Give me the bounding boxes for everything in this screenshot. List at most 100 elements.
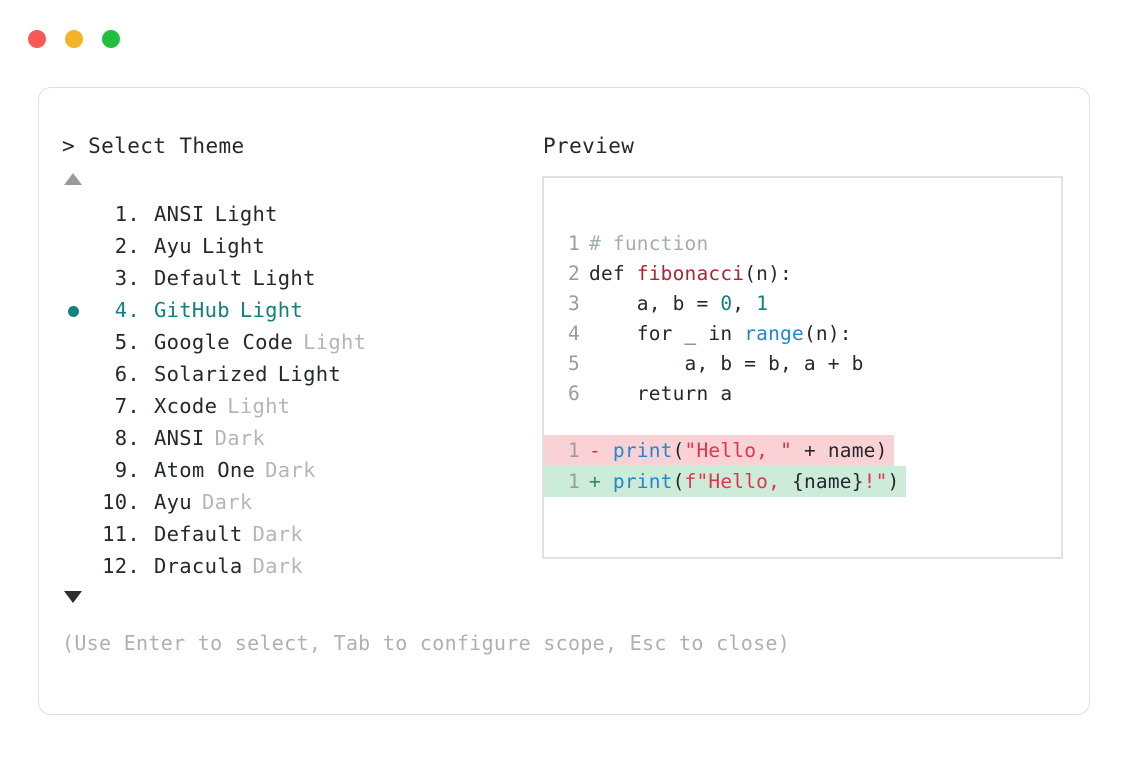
theme-list-item[interactable]: 1. ANSI Light <box>62 198 532 230</box>
code-token: print <box>612 470 673 493</box>
diff-line-add: 1+ print(f"Hello, {name}!") <box>544 466 906 497</box>
theme-index: 9. <box>114 458 140 482</box>
code-token: print <box>612 439 673 462</box>
diff-line-wrapper: 1+ print(f"Hello, {name}!") <box>544 466 1055 497</box>
code-token: # function <box>589 232 709 255</box>
line-number: 3 <box>568 292 580 315</box>
theme-list-item[interactable]: 5. Google Code Light <box>62 326 532 358</box>
theme-name: Xcode <box>154 394 218 418</box>
diff-line-wrapper: 1- print("Hello, " + name) <box>544 435 1055 466</box>
code-token: (n): <box>744 262 792 285</box>
theme-list-item[interactable]: 8. ANSI Dark <box>62 422 532 454</box>
close-dot[interactable] <box>28 30 46 48</box>
code-token: ( <box>672 470 685 493</box>
theme-index: 10. <box>102 490 140 514</box>
theme-index: 2. <box>114 234 140 258</box>
code-token: for _ in <box>589 322 745 345</box>
theme-variant: Light <box>227 394 291 418</box>
theme-name: Default <box>154 522 243 546</box>
code-token: !" <box>863 470 888 493</box>
triangle-down-icon[interactable] <box>64 591 82 603</box>
theme-index: 5. <box>114 330 140 354</box>
code-token: 1 <box>756 292 769 315</box>
theme-name: Dracula <box>154 554 243 578</box>
diff-marker: + <box>589 470 613 493</box>
maximize-dot[interactable] <box>102 30 120 48</box>
code-token: return a <box>589 382 733 405</box>
code-token: 0 <box>720 292 733 315</box>
preview-label: Preview <box>543 134 635 158</box>
theme-index: 1. <box>114 202 140 226</box>
code-token: ) <box>887 470 900 493</box>
theme-name: Google Code <box>154 330 294 354</box>
theme-variant: Dark <box>252 554 304 578</box>
theme-name: ANSI <box>154 426 205 450</box>
line-number: 1 <box>568 232 580 255</box>
theme-variant: Dark <box>201 490 253 514</box>
code-token: {name} <box>792 470 864 493</box>
theme-name: Ayu <box>154 490 192 514</box>
triangle-up-icon[interactable] <box>64 173 82 185</box>
keyboard-hint: (Use Enter to select, Tab to configure s… <box>62 631 791 655</box>
diff-marker: - <box>589 439 613 462</box>
line-number: 1 <box>568 439 580 462</box>
selection-bullet-icon <box>68 306 79 317</box>
theme-list-item[interactable]: 12. Dracula Dark <box>62 550 532 582</box>
theme-variant: Light <box>303 330 367 354</box>
theme-name: Default <box>154 266 243 290</box>
theme-variant: Dark <box>265 458 316 482</box>
theme-name: Solarized <box>154 362 268 386</box>
theme-variant: Light <box>252 266 316 290</box>
minimize-dot[interactable] <box>65 30 83 48</box>
code-token: "Hello, " <box>684 439 793 462</box>
line-number: 5 <box>568 352 580 375</box>
theme-variant: Light <box>214 202 278 226</box>
theme-list-item[interactable]: 3. Default Light <box>62 262 532 294</box>
theme-list-item[interactable]: 9. Atom One Dark <box>62 454 532 486</box>
theme-variant: Light <box>201 234 266 258</box>
code-token: , <box>732 292 757 315</box>
page-title: > Select Theme <box>62 134 245 158</box>
code-token: a, b = <box>589 292 721 315</box>
code-token: f"Hello, <box>684 470 793 493</box>
theme-list-item[interactable]: 10. Ayu Dark <box>62 486 532 518</box>
code-line: 6 return a <box>560 379 1055 409</box>
code-token: (n): <box>803 322 852 345</box>
code-token: ( <box>672 439 685 462</box>
code-line: 3 a, b = 0, 1 <box>560 289 1055 319</box>
window-controls <box>28 30 120 48</box>
line-number: 2 <box>568 262 580 285</box>
theme-index: 7. <box>114 394 140 418</box>
theme-index: 12. <box>102 554 140 578</box>
theme-index: 11. <box>102 522 140 546</box>
theme-variant: Dark <box>214 426 266 450</box>
theme-index: 3. <box>114 266 140 290</box>
theme-name: Atom One <box>154 458 256 482</box>
code-line: 2 def fibonacci(n): <box>560 259 1055 289</box>
code-spacer <box>560 409 1055 435</box>
theme-name: ANSI <box>154 202 205 226</box>
theme-list-item[interactable]: 7. Xcode Light <box>62 390 532 422</box>
code-token: + name) <box>792 439 888 462</box>
theme-list-item[interactable]: 11. Default Dark <box>62 518 532 550</box>
code-line: 5 a, b = b, a + b <box>560 349 1055 379</box>
code-line: 1 # function <box>560 229 1055 259</box>
theme-variant: Light <box>239 298 304 322</box>
theme-index: 6. <box>114 362 140 386</box>
code-token: fibonacci <box>636 262 745 285</box>
code-line: 4 for _ in range(n): <box>560 319 1055 349</box>
code-token: def <box>589 262 637 285</box>
theme-variant: Dark <box>252 522 304 546</box>
theme-index: 8. <box>114 426 140 450</box>
line-number: 6 <box>568 382 580 405</box>
theme-name: GitHub <box>154 298 230 322</box>
